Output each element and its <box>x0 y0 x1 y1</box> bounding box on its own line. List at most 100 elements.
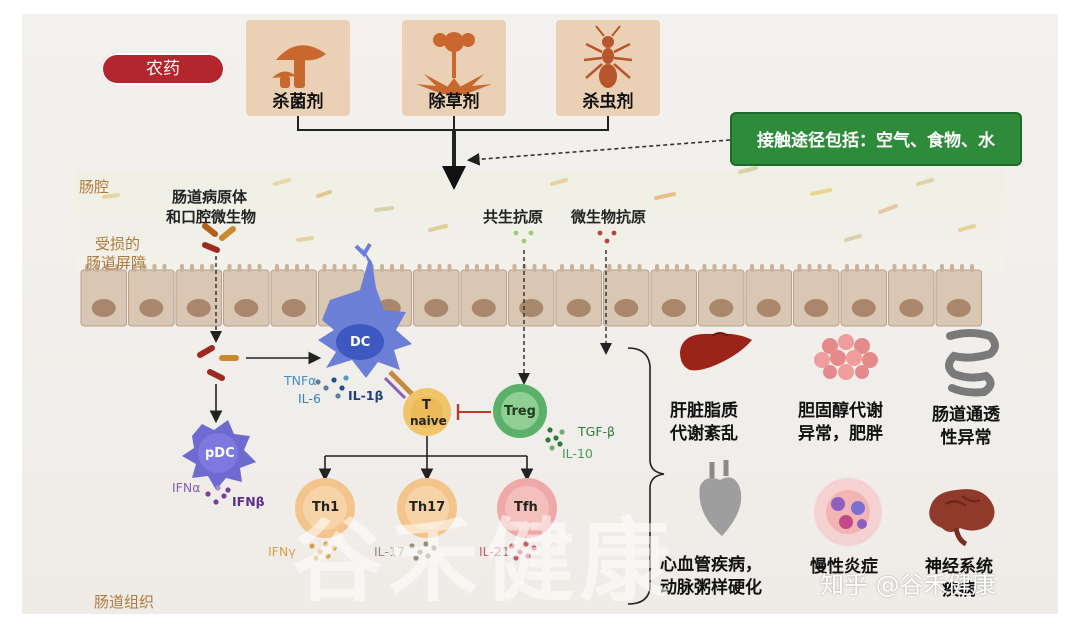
microvillus <box>655 264 659 272</box>
pesticide-convergence-lines <box>297 116 609 190</box>
disease-cardiovascular: 心血管疾病， 动脉粥样硬化 <box>660 554 762 600</box>
microvillus <box>732 264 737 272</box>
microbial-antigen-label: 微生物抗原 <box>571 208 647 226</box>
microvillus <box>485 264 489 272</box>
pathogen-bacteria <box>202 223 236 253</box>
cytokine-dots-pdc <box>205 485 231 505</box>
epithelial-cell <box>888 269 935 327</box>
microvillus <box>702 264 707 272</box>
microvillus <box>162 264 167 272</box>
ifna-label: IFNα <box>172 480 201 495</box>
epithelial-cell <box>935 269 982 327</box>
microvillus <box>400 264 404 272</box>
microvillus <box>685 264 689 272</box>
mushroom-icon <box>272 45 326 88</box>
cell-nucleus <box>519 299 544 317</box>
tfh-cell <box>497 478 557 538</box>
disease-cardiovascular-line1: 心血管疾病， <box>660 555 762 575</box>
microvillus <box>560 264 564 272</box>
epithelial-cell <box>745 269 792 327</box>
inflammation-icon <box>814 478 882 546</box>
cell-nucleus <box>234 299 259 317</box>
microvillus <box>970 264 974 272</box>
disease-cholesterol: 胆固醇代谢 异常，肥胖 <box>798 400 883 446</box>
differentiation-arrows <box>318 436 534 482</box>
epithelial-cell <box>80 269 127 327</box>
microvillus <box>570 264 574 272</box>
microvillus <box>960 264 964 272</box>
microvillus <box>940 264 944 272</box>
microbial-antigens <box>597 230 617 244</box>
microvillus <box>305 264 309 272</box>
microvillus <box>180 264 184 272</box>
microvillus <box>902 264 907 272</box>
pathogen-label-2: 和口腔微生物 <box>166 208 257 226</box>
microvillus <box>322 264 327 272</box>
microvillus <box>892 264 897 272</box>
microvillus <box>760 264 764 272</box>
pdc-label: pDC <box>205 446 235 461</box>
microvillus <box>512 264 517 272</box>
tgfb-label: TGF-β <box>578 424 615 439</box>
epithelial-cell <box>270 269 317 327</box>
microvillus <box>750 264 754 272</box>
cytokine-dots-dc <box>315 375 349 399</box>
cell-nucleus <box>709 299 734 317</box>
liver-icon <box>680 332 752 371</box>
cell-nucleus <box>91 299 116 317</box>
th1-cell <box>295 478 355 538</box>
microvillus <box>427 264 432 272</box>
microvillus <box>580 264 584 272</box>
disease-gut-permeability-line1: 肠道通透 <box>932 405 1000 425</box>
outcome-bracket <box>627 347 665 605</box>
disease-neurological-line1: 神经系统 <box>925 557 993 577</box>
disease-liver: 肝脏脂质 代谢紊乱 <box>670 400 738 446</box>
insecticide-box: 杀虫剂 <box>556 20 660 116</box>
lumen-bacteria <box>102 166 976 242</box>
epithelial-cell <box>698 269 745 327</box>
microvillus <box>542 264 547 272</box>
microvillus <box>132 264 137 272</box>
th1-label: Th1 <box>312 500 340 515</box>
microvillus <box>285 264 289 272</box>
microvillus <box>142 264 147 272</box>
microvillus <box>105 264 109 272</box>
epithelial-cell <box>793 269 840 327</box>
herbicide-label: 除草剂 <box>428 92 480 112</box>
microvillus <box>465 264 469 272</box>
il6-label: IL-6 <box>298 391 321 406</box>
microvillus <box>247 264 252 272</box>
microvillus <box>437 264 442 272</box>
disease-cholesterol-line2: 异常，肥胖 <box>798 424 883 444</box>
brain-icon <box>929 489 995 547</box>
epithelial-cell <box>555 269 602 327</box>
cell-nucleus <box>661 299 686 317</box>
disease-neurological: 神经系统 疾病 <box>925 556 993 602</box>
epithelial-cell <box>175 269 222 327</box>
t-naive-cell <box>403 388 451 436</box>
microvillus <box>227 264 232 272</box>
microvillus <box>95 264 99 272</box>
microvillus <box>475 264 479 272</box>
microvillus <box>417 264 422 272</box>
epithelial-cell <box>223 269 270 327</box>
contact-dashed-arrow <box>466 139 731 166</box>
microvillus <box>875 264 879 272</box>
gut-lumen-label: 肠腔 <box>79 178 110 196</box>
fungicide-box: 杀菌剂 <box>246 20 350 116</box>
cell-nucleus <box>756 299 781 317</box>
microvillus <box>590 264 594 272</box>
disease-liver-line1: 肝脏脂质 <box>670 401 738 421</box>
disease-cardiovascular-line2: 动脉粥样硬化 <box>660 578 762 598</box>
cell-nucleus <box>946 299 971 317</box>
dc-cell <box>318 242 412 378</box>
disease-gut-permeability: 肠道通透 性异常 <box>932 404 1000 450</box>
cell-nucleus <box>614 299 639 317</box>
microvillus <box>380 264 384 272</box>
gut-tissue-label: 肠道组织 <box>94 593 155 611</box>
il17-label: IL-17 <box>374 544 405 559</box>
cell-nucleus <box>566 299 591 317</box>
microvillus <box>807 264 812 272</box>
il21-label: IL-21 <box>479 544 510 559</box>
